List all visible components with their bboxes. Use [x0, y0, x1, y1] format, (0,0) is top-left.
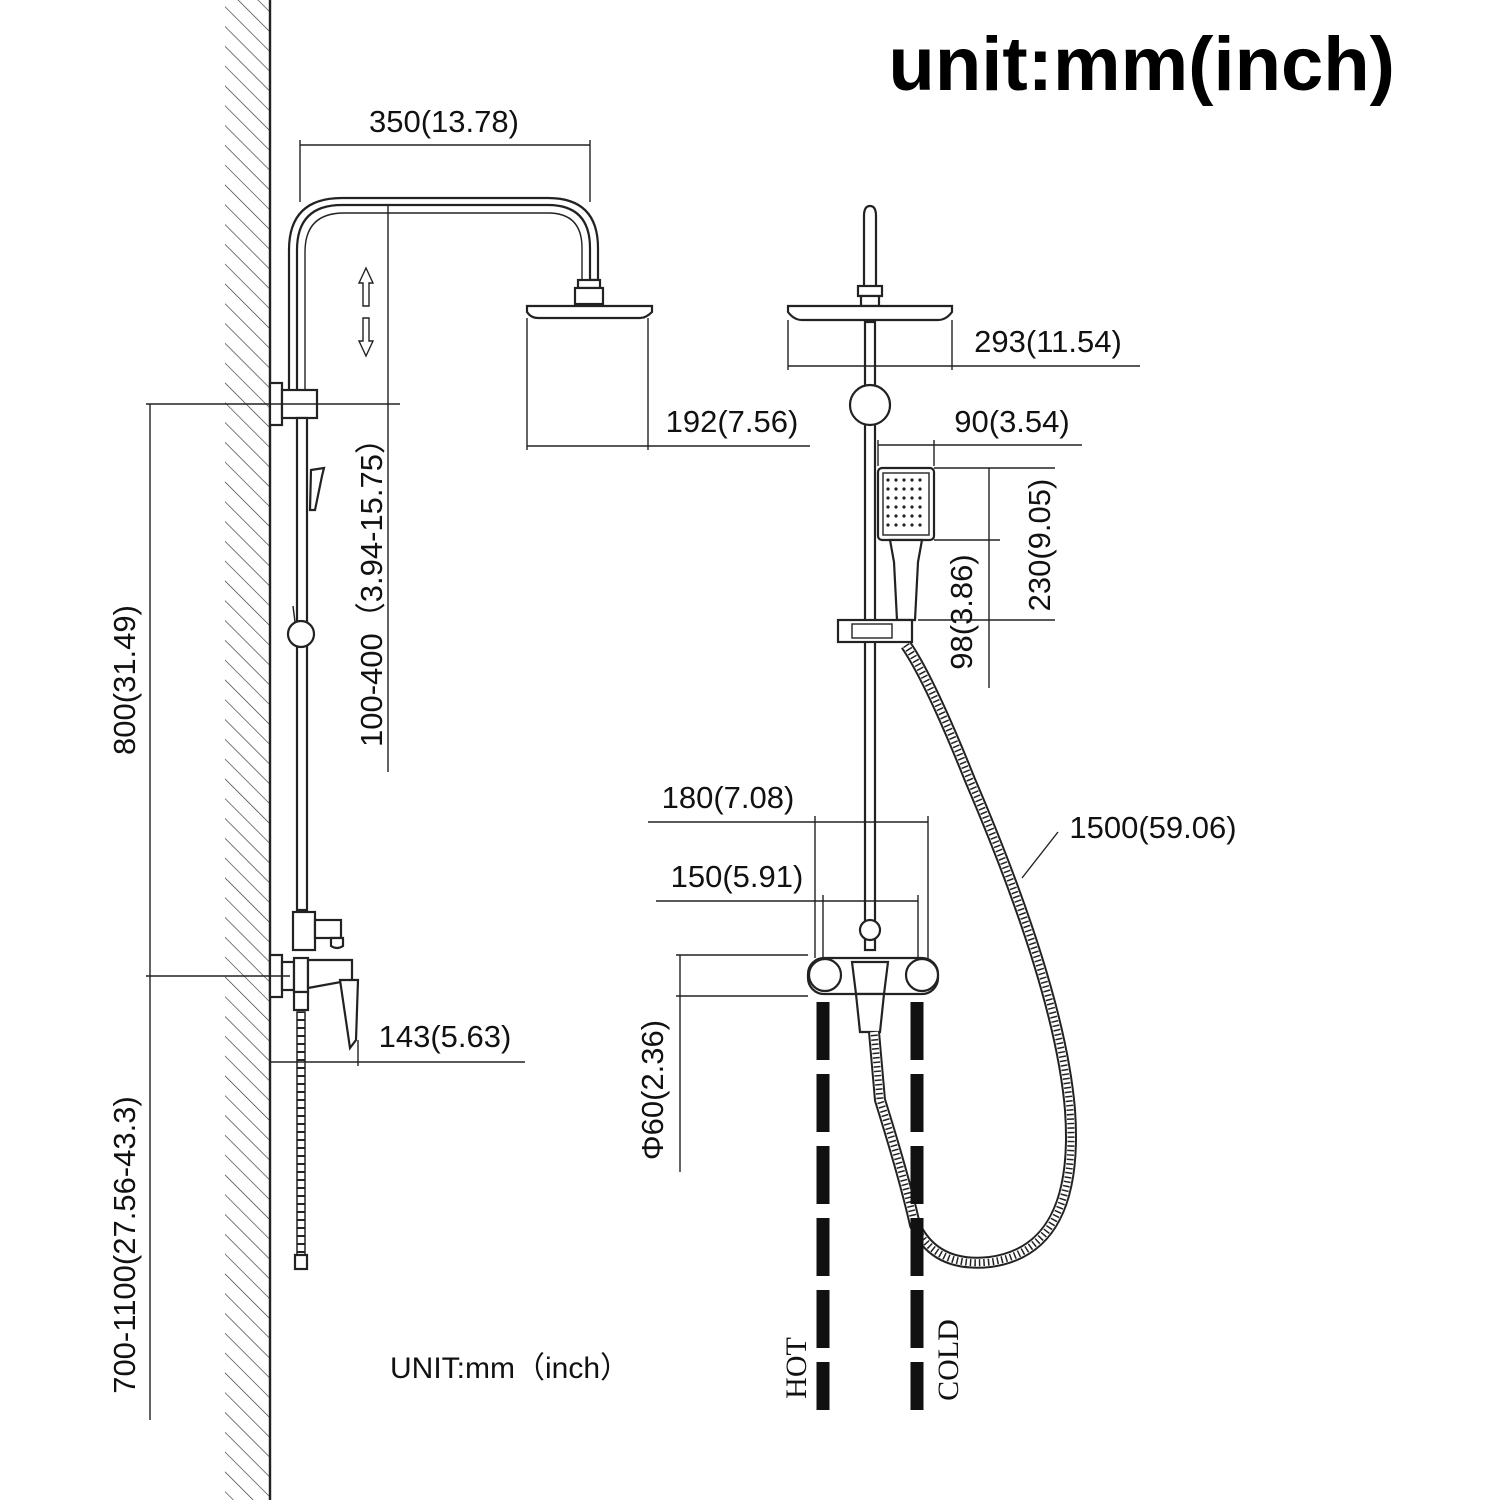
dim-handheld-length: 230(9.05)	[1022, 479, 1057, 612]
dim-head-depth: 192(7.56)	[666, 404, 799, 439]
hot-pipe-label: HOT	[780, 1337, 813, 1399]
front-view-shower	[786, 204, 1077, 1410]
dim-rail-height: 800(31.49)	[107, 605, 142, 755]
slide-arrow-icon	[357, 266, 375, 358]
dim-slide-range: 100-400（3.94-15.75）	[354, 423, 389, 747]
dim-escutcheon-diameter: Φ60(2.36)	[635, 1020, 670, 1160]
dim-mixer-projection: 143(5.63)	[379, 1019, 512, 1054]
side-dimension-lines	[146, 140, 810, 1420]
dim-install-height: 700-1100(27.56-43.3)	[107, 1096, 142, 1394]
dim-mixer-width-centers: 150(5.91)	[671, 859, 804, 894]
cold-pipe-label: COLD	[932, 1319, 965, 1401]
wall	[225, 0, 272, 1500]
dim-handheld-face: 98(3.86)	[944, 554, 979, 669]
front-dimension-lines	[648, 320, 1140, 1172]
unit-note: UNIT:mm（inch）	[390, 1352, 630, 1385]
dim-head-width: 293(11.54)	[974, 324, 1122, 359]
dim-hose-length: 1500(59.06)	[1069, 810, 1236, 845]
dim-arm-length: 350(13.78)	[369, 104, 519, 139]
side-view-shower	[268, 196, 654, 1271]
drawing-title: unit:mm(inch)	[888, 22, 1395, 107]
dim-mixer-width-outer: 180(7.08)	[662, 780, 795, 815]
handheld-shower	[876, 466, 936, 622]
dim-handheld-width: 90(3.54)	[954, 404, 1069, 439]
